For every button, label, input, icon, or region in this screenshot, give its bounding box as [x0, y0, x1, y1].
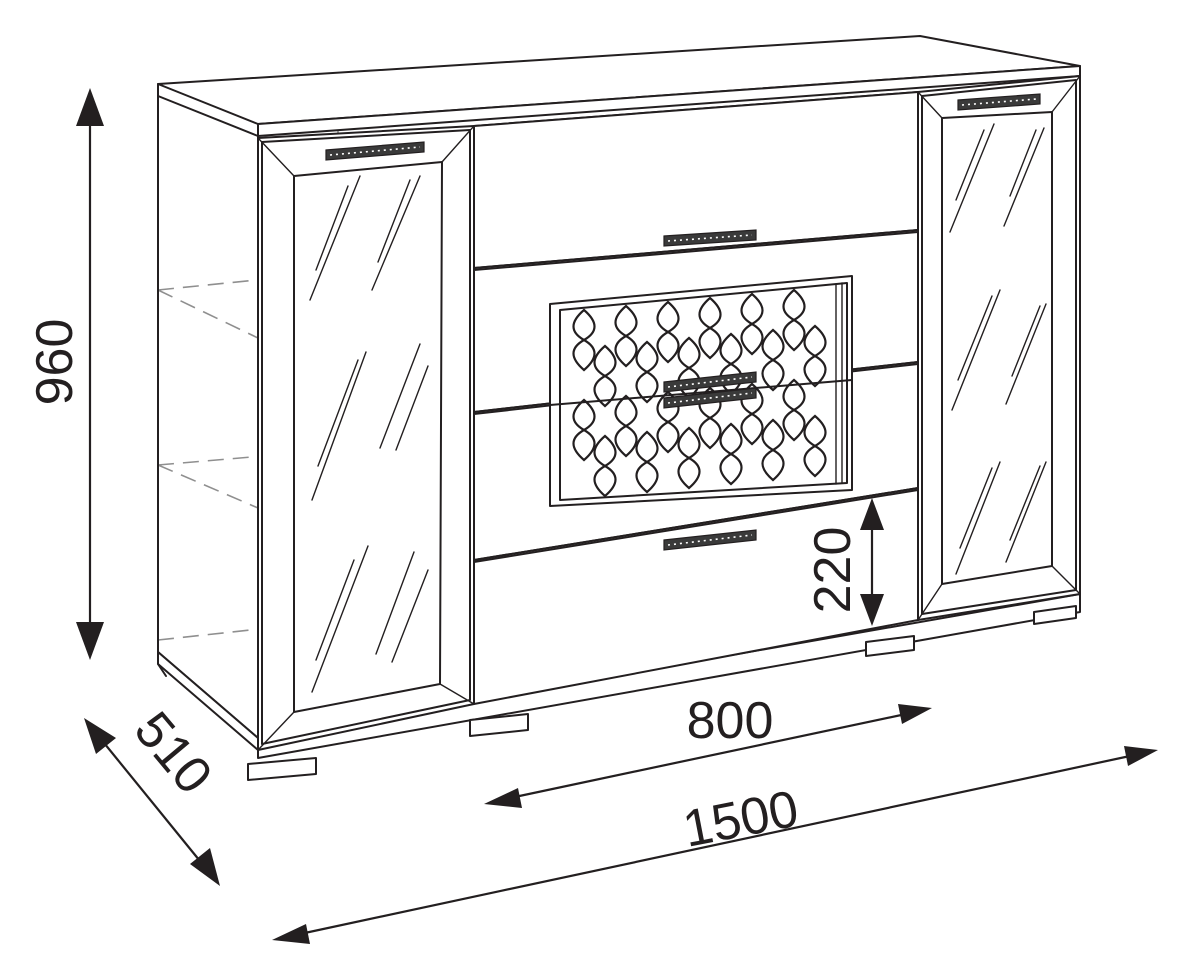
- cabinet-base: [157, 593, 1081, 781]
- width-dimension: 1500: [272, 746, 1158, 944]
- depth-dimension-label: 510: [123, 701, 223, 805]
- depth-dimension: 510: [84, 701, 223, 886]
- central-drawers: [473, 91, 919, 705]
- glass-reflection-icon: [309, 175, 429, 693]
- left-door-handle[interactable]: [325, 141, 425, 161]
- middle-drawer-handle-lower[interactable]: [663, 387, 757, 409]
- top-drawer-handle[interactable]: [663, 229, 757, 247]
- middle-drawer-handle-upper[interactable]: [663, 371, 757, 393]
- inner-width-dimension-label: 800: [687, 692, 774, 750]
- left-glass-door: [257, 125, 475, 751]
- right-glass-door: [917, 75, 1081, 621]
- left-side-panel: [157, 95, 259, 751]
- glass-reflection-icon: [949, 123, 1047, 575]
- plinth-height-dimension: 220: [804, 498, 884, 626]
- height-dimension-label: 960: [26, 319, 84, 406]
- height-dimension: 960: [26, 88, 104, 660]
- plinth-height-dimension-label: 220: [804, 527, 862, 614]
- right-door-handle[interactable]: [957, 93, 1041, 111]
- width-dimension-label: 1500: [678, 780, 803, 859]
- bottom-drawer-handle[interactable]: [663, 529, 757, 551]
- ornament-panel: [549, 275, 853, 507]
- inner-width-dimension: 800: [484, 692, 932, 808]
